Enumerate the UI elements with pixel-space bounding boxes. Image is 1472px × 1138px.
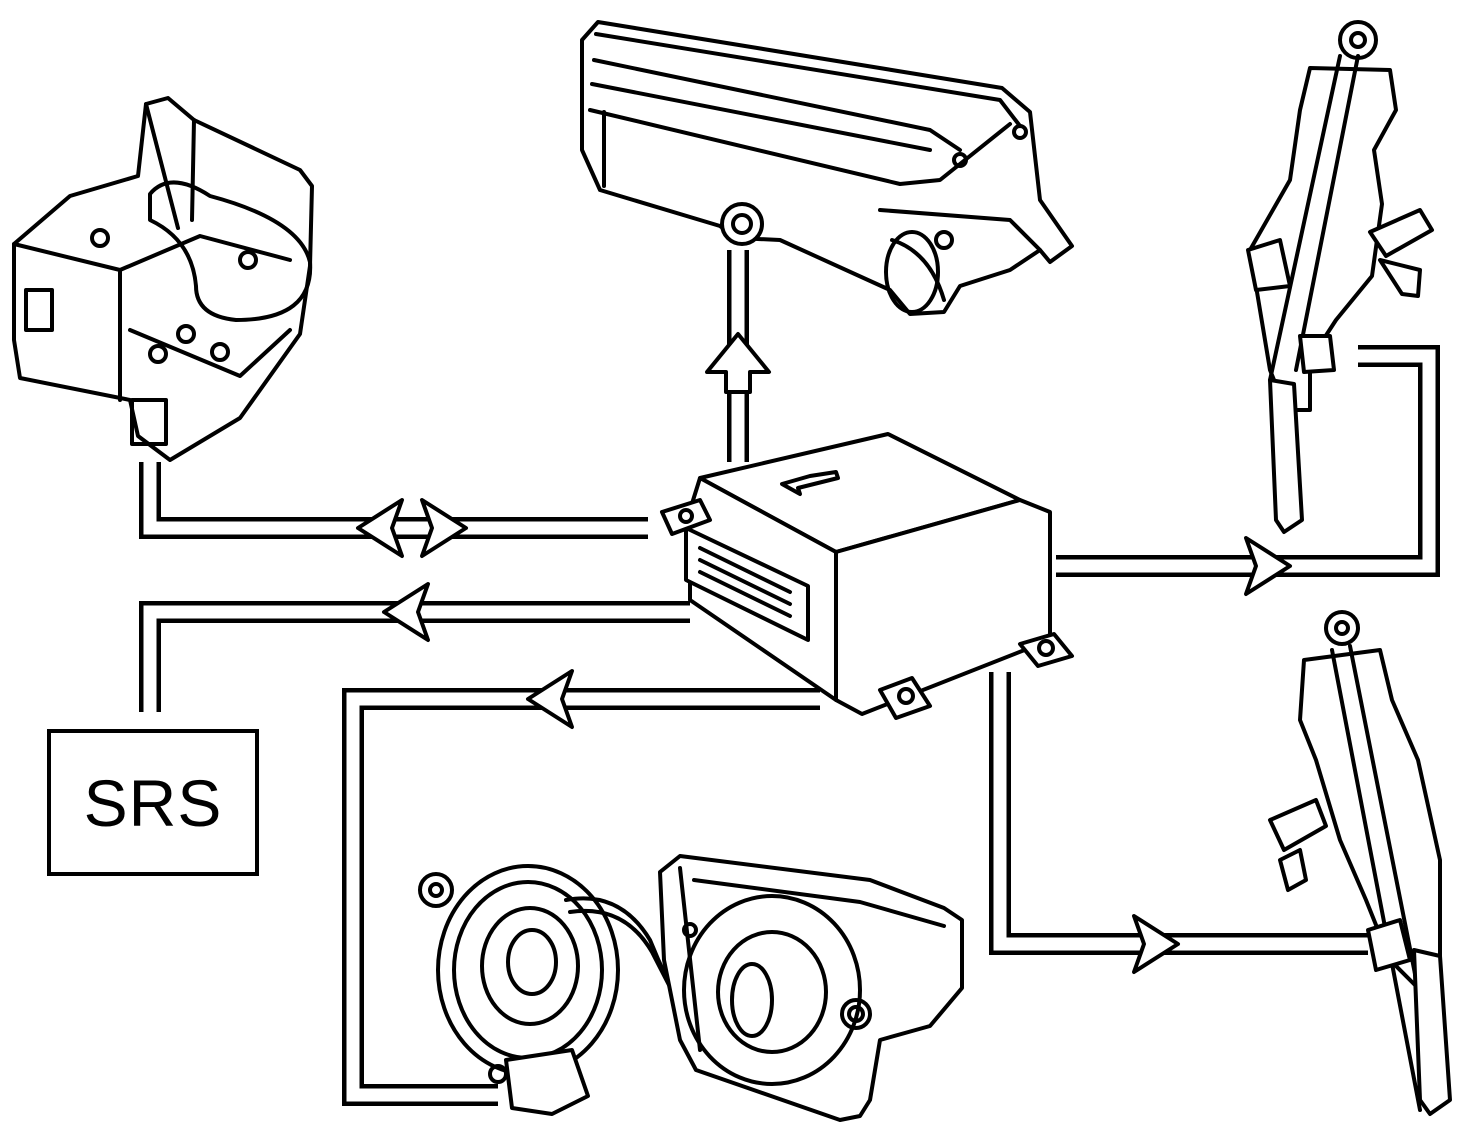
- arrow-left-icon: [382, 582, 430, 642]
- steering-wheel-airbag: [658, 854, 964, 1122]
- seat-belt-tensioner-lower: [1268, 610, 1452, 1116]
- passenger-airbag-module: [580, 20, 1074, 316]
- arrow-right-icon: [420, 498, 468, 558]
- arrow-left-icon: [526, 669, 574, 729]
- srs-control-unit: [660, 432, 1074, 720]
- connection-lines: [139, 250, 1440, 1106]
- contact-reel: [418, 864, 706, 1116]
- srs-warning-lamp: SRS: [47, 729, 259, 876]
- seat-belt-tensioner-upper: [1246, 20, 1434, 534]
- arrow-right-icon: [1244, 536, 1292, 596]
- arrow-left-icon: [356, 498, 404, 558]
- pipe-to-belt-tensioner-upper: [1056, 345, 1440, 577]
- arrow-up-icon: [705, 332, 771, 394]
- crash-sensor-module: [12, 96, 314, 462]
- srs-label: SRS: [83, 765, 223, 840]
- arrow-right-icon: [1132, 914, 1180, 974]
- pipe-to-sensor-module: [139, 462, 648, 539]
- direction-arrows: [356, 332, 1292, 974]
